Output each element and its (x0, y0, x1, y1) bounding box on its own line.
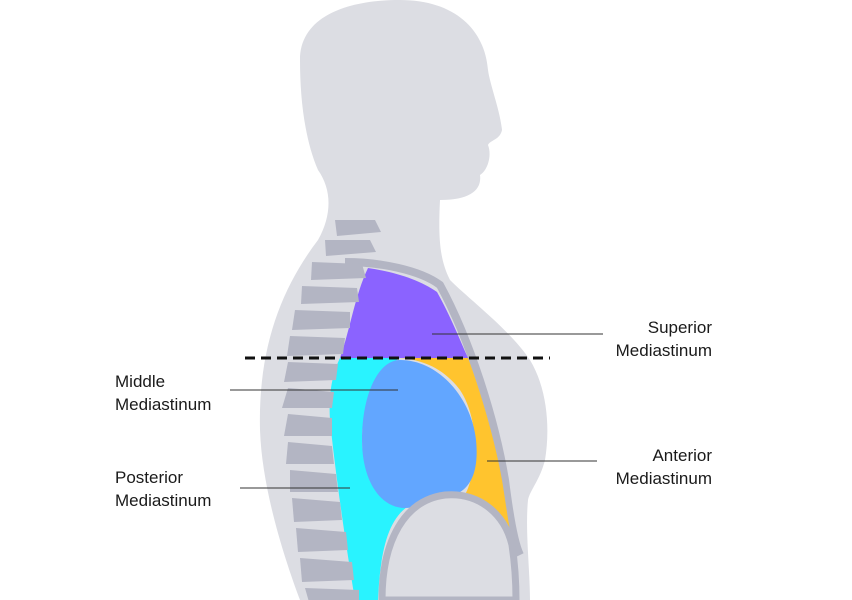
spine (282, 220, 381, 600)
superior-mediastinum (340, 268, 468, 358)
label-line: Mediastinum (615, 341, 712, 360)
label-line: Mediastinum (115, 395, 212, 414)
anterior-mediastinum (400, 358, 510, 530)
label-line: Mediastinum (615, 469, 712, 488)
label-posterior-mediastinum: Posterior Mediastinum (115, 466, 211, 512)
label-line: Middle (115, 372, 166, 391)
label-line: Superior (647, 318, 712, 337)
label-middle-mediastinum: Middle Mediastinum (115, 370, 211, 416)
chest-wall (344, 258, 524, 557)
label-superior-mediastinum: Superior Mediastinum (616, 316, 712, 362)
middle-mediastinum (362, 360, 477, 508)
label-line: Anterior (652, 446, 712, 465)
label-anterior-mediastinum: Anterior Mediastinum (616, 444, 712, 490)
label-line: Posterior (115, 468, 184, 487)
diaphragm-shape (378, 491, 520, 600)
label-line: Mediastinum (115, 491, 212, 510)
